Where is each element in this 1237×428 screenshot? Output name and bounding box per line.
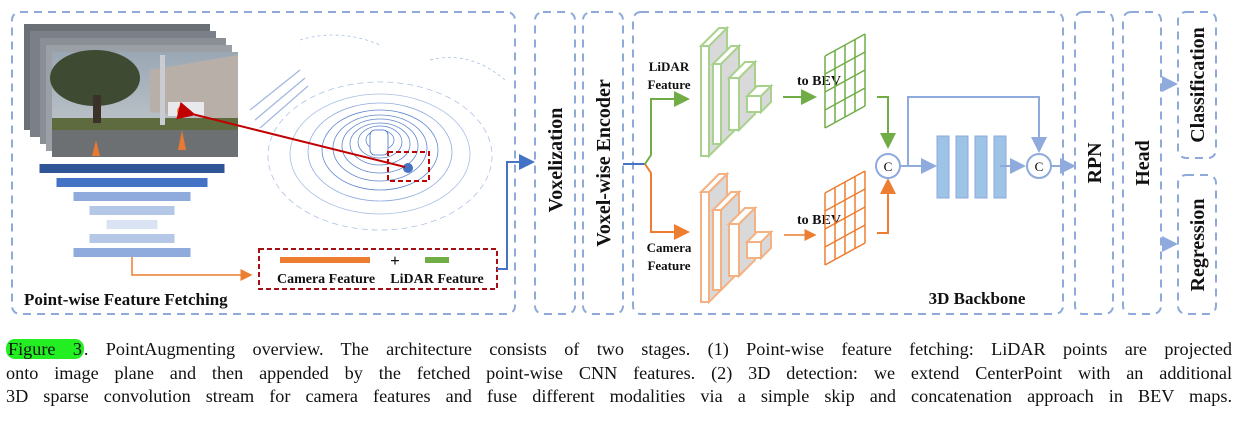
lidar-point-marker — [403, 163, 413, 173]
camera-branch-label-line2: Feature — [647, 258, 690, 273]
bev-backbone-block — [955, 135, 969, 199]
bev-grid-line — [824, 87, 866, 111]
bev-backbone-block — [936, 135, 950, 199]
bev-grid-line — [824, 242, 866, 266]
pyramid-bar — [56, 178, 208, 187]
caption-line-2: onto image plane and then appended by th… — [6, 362, 1232, 383]
caption-line-1: Figure 3. PointAugmenting overview. The … — [6, 338, 1232, 362]
fetching-frame — [11, 11, 516, 315]
classification-label: Classification — [1187, 27, 1209, 143]
concat-symbol-2: C — [1035, 159, 1044, 174]
conv-block-front — [746, 241, 762, 259]
architecture-diagram: + Camera Feature LiDAR Feature Point-wis… — [11, 11, 1217, 315]
bev-grid-line — [824, 206, 866, 230]
camera-branch-label-line1: Camera — [647, 240, 692, 255]
lidar-to-bev-label: to BEV — [797, 74, 841, 89]
bev-grid-line — [824, 105, 866, 129]
conv-block-front — [728, 77, 740, 131]
camera-feature-label: Camera Feature — [277, 272, 375, 287]
lidar-branch-label-line2: Feature — [647, 77, 690, 92]
bev-grid-line — [824, 224, 866, 248]
feature-legend: + Camera Feature LiDAR Feature — [258, 248, 498, 290]
camera-bev-to-concat-arrow — [877, 178, 896, 234]
voxelization-label: Voxelization — [545, 108, 567, 213]
camera-to-bev-label: to BEV — [797, 213, 841, 228]
backbone-stage-title: 3D Backbone — [929, 289, 1026, 308]
backbone-flow-arrows — [900, 76, 1178, 252]
projection-arrow — [176, 101, 406, 168]
lidar-bev-grid — [824, 33, 866, 129]
caption-line-3: 3D sparse convolution stream for camera … — [6, 386, 1232, 406]
bev-backbone-block — [974, 135, 988, 199]
legend-to-voxelization-arrow — [497, 154, 535, 270]
lidar-sparse-conv-blocks — [698, 25, 774, 159]
plus-sign: + — [390, 251, 400, 270]
classification-frame — [1177, 11, 1217, 159]
pyramid-bar — [39, 164, 225, 173]
projected-point-marker — [177, 106, 187, 116]
feature-pyramid — [39, 164, 225, 257]
concat-node-2: C — [1026, 153, 1052, 179]
conv-block-front — [728, 223, 740, 277]
car-silhouette — [369, 129, 389, 156]
camera-sparse-conv-blocks — [698, 171, 774, 305]
camera-feature-bar — [280, 257, 370, 263]
pyramid-to-legend-arrow — [131, 257, 253, 281]
pyramid-bar — [73, 248, 191, 257]
conv-block-front — [712, 63, 722, 145]
concat-node-1: C — [875, 153, 901, 179]
lidar-feature-bar — [425, 257, 449, 263]
pyramid-bar — [89, 234, 175, 243]
conv-block-front — [700, 45, 710, 157]
lidar-feature-label: LiDAR Feature — [390, 272, 483, 287]
pyramid-bar — [106, 220, 158, 229]
figure-caption: Figure 3. PointAugmenting overview. The … — [6, 338, 1232, 409]
lidar-branch-label-line1: LiDAR — [649, 59, 690, 74]
conv-block-front — [700, 191, 710, 303]
pyramid-bar — [89, 206, 175, 215]
bev-grid-line — [824, 69, 866, 93]
concat-symbol-1: C — [884, 159, 893, 174]
lidar-point-cloud — [249, 34, 506, 231]
lidar-point-highlight-box — [387, 151, 430, 182]
pyramid-bar — [73, 192, 191, 201]
fetching-stage-title: Point-wise Feature Fetching — [24, 290, 228, 309]
regression-label: Regression — [1187, 199, 1209, 292]
caption-text-1: . PointAugmenting overview. The architec… — [83, 339, 1232, 359]
figure-number-highlight[interactable]: Figure 3 — [6, 339, 84, 359]
head-frame — [1122, 11, 1162, 315]
bev-backbone-blocks — [936, 135, 1007, 199]
conv-block-front — [712, 209, 722, 291]
encoder-label: Voxel-wise Encoder — [593, 79, 615, 247]
street-scene-image — [50, 50, 238, 157]
rpn-label: RPN — [1084, 142, 1106, 184]
conv-block-front — [746, 95, 762, 113]
head-label: Head — [1132, 140, 1154, 186]
lidar-bev-to-concat-arrow — [877, 96, 896, 149]
encoder-split-arrows — [623, 91, 690, 240]
camera-bev-grid — [824, 170, 866, 266]
camera-image-stack — [24, 24, 238, 157]
